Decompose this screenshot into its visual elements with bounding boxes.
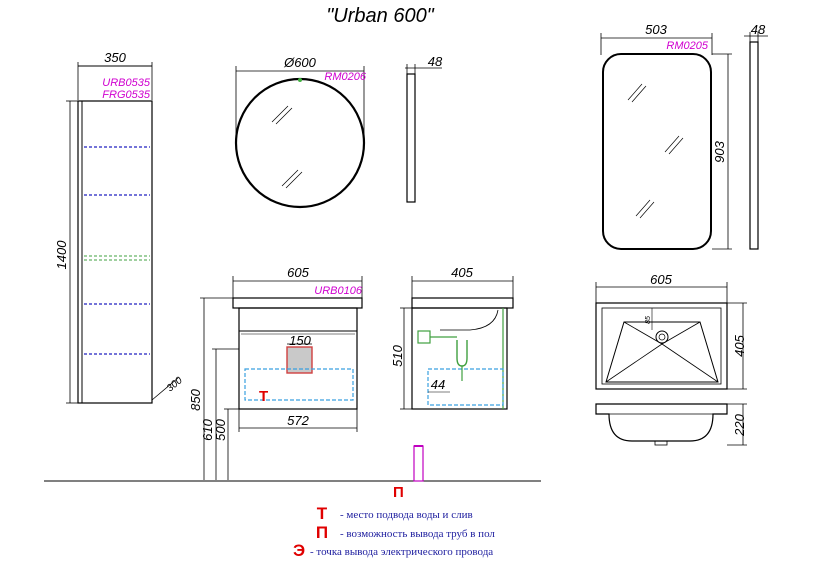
rect-mirror-side (749, 41, 759, 250)
side-depth-label: 405 (451, 265, 473, 280)
cabinet-code-2: FRG0535 (102, 89, 151, 101)
side-offset-label: 44 (431, 377, 445, 392)
legend-p-text: - возможность вывода труб в пол (340, 528, 495, 540)
basin-small-label: 85 (645, 316, 652, 324)
side-height-label: 510 (390, 344, 405, 366)
rect-mirror-height-label: 903 (712, 140, 727, 162)
rect-mirror-depth-label: 48 (751, 22, 766, 37)
vanity-code: URB0106 (314, 285, 363, 297)
cabinet-body (77, 100, 153, 404)
tall-cabinet: 350 URB0535 FRG0535 1400 300 (54, 50, 185, 404)
floor-pipe (413, 445, 424, 482)
rect-mirror-outline (602, 53, 712, 250)
vanity-front: 605 URB0106 150 Т 572 850 610 500 (188, 265, 363, 480)
vanity-body (238, 307, 358, 410)
basin-width-label: 605 (650, 272, 672, 287)
vanity-side: 405 510 44 (390, 265, 514, 410)
legend-p-letter: П (316, 523, 328, 542)
cabinet-depth-label: 300 (165, 375, 185, 394)
siphon (456, 340, 468, 367)
rect-mirror: 503 RM0205 903 48 (600, 22, 768, 250)
legend-t-letter: Т (317, 504, 328, 523)
vanity-width-label: 605 (287, 265, 309, 280)
faucet-hole (655, 330, 669, 344)
height-610-label: 610 (200, 418, 215, 440)
p-marker: П (393, 484, 404, 501)
legend-e-text: - точка вывода электрического провода (310, 546, 493, 558)
height-850-label: 850 (188, 388, 203, 410)
inner-width-label: 572 (287, 413, 309, 428)
round-mirror-depth-label: 48 (428, 54, 443, 69)
mirror-diameter-label: Ø600 (283, 55, 317, 70)
round-mirror-outline (234, 77, 366, 209)
basin-height-label: 220 (732, 413, 747, 436)
round-mirror-side (406, 73, 416, 203)
legend-e-letter: Э (293, 541, 305, 560)
connection-width-label: 150 (289, 333, 311, 348)
cabinet-width-label: 350 (104, 50, 126, 65)
t-marker: Т (259, 388, 268, 405)
basin: 605 85 405 220 (595, 272, 747, 446)
basin-top-view (595, 302, 728, 390)
legend: Т - место подвода воды и слив П - возмож… (293, 504, 495, 560)
height-500-label: 500 (213, 418, 228, 440)
cabinet-height-label: 1400 (54, 240, 69, 270)
legend-t-text: - место подвода воды и слив (340, 509, 473, 521)
rect-mirror-code: RM0205 (666, 40, 708, 52)
drawer-zone (244, 368, 354, 401)
cabinet-code-1: URB0535 (102, 77, 151, 89)
drawing-title: "Urban 600" (326, 5, 434, 27)
vanity-top (232, 297, 363, 309)
rect-mirror-width-label: 503 (645, 22, 667, 37)
basin-depth-label: 405 (732, 334, 747, 356)
round-mirror-code: RM0206 (324, 71, 366, 83)
round-mirror: Ø600 RM0206 48 (234, 54, 443, 209)
basin-side-view (595, 403, 728, 442)
